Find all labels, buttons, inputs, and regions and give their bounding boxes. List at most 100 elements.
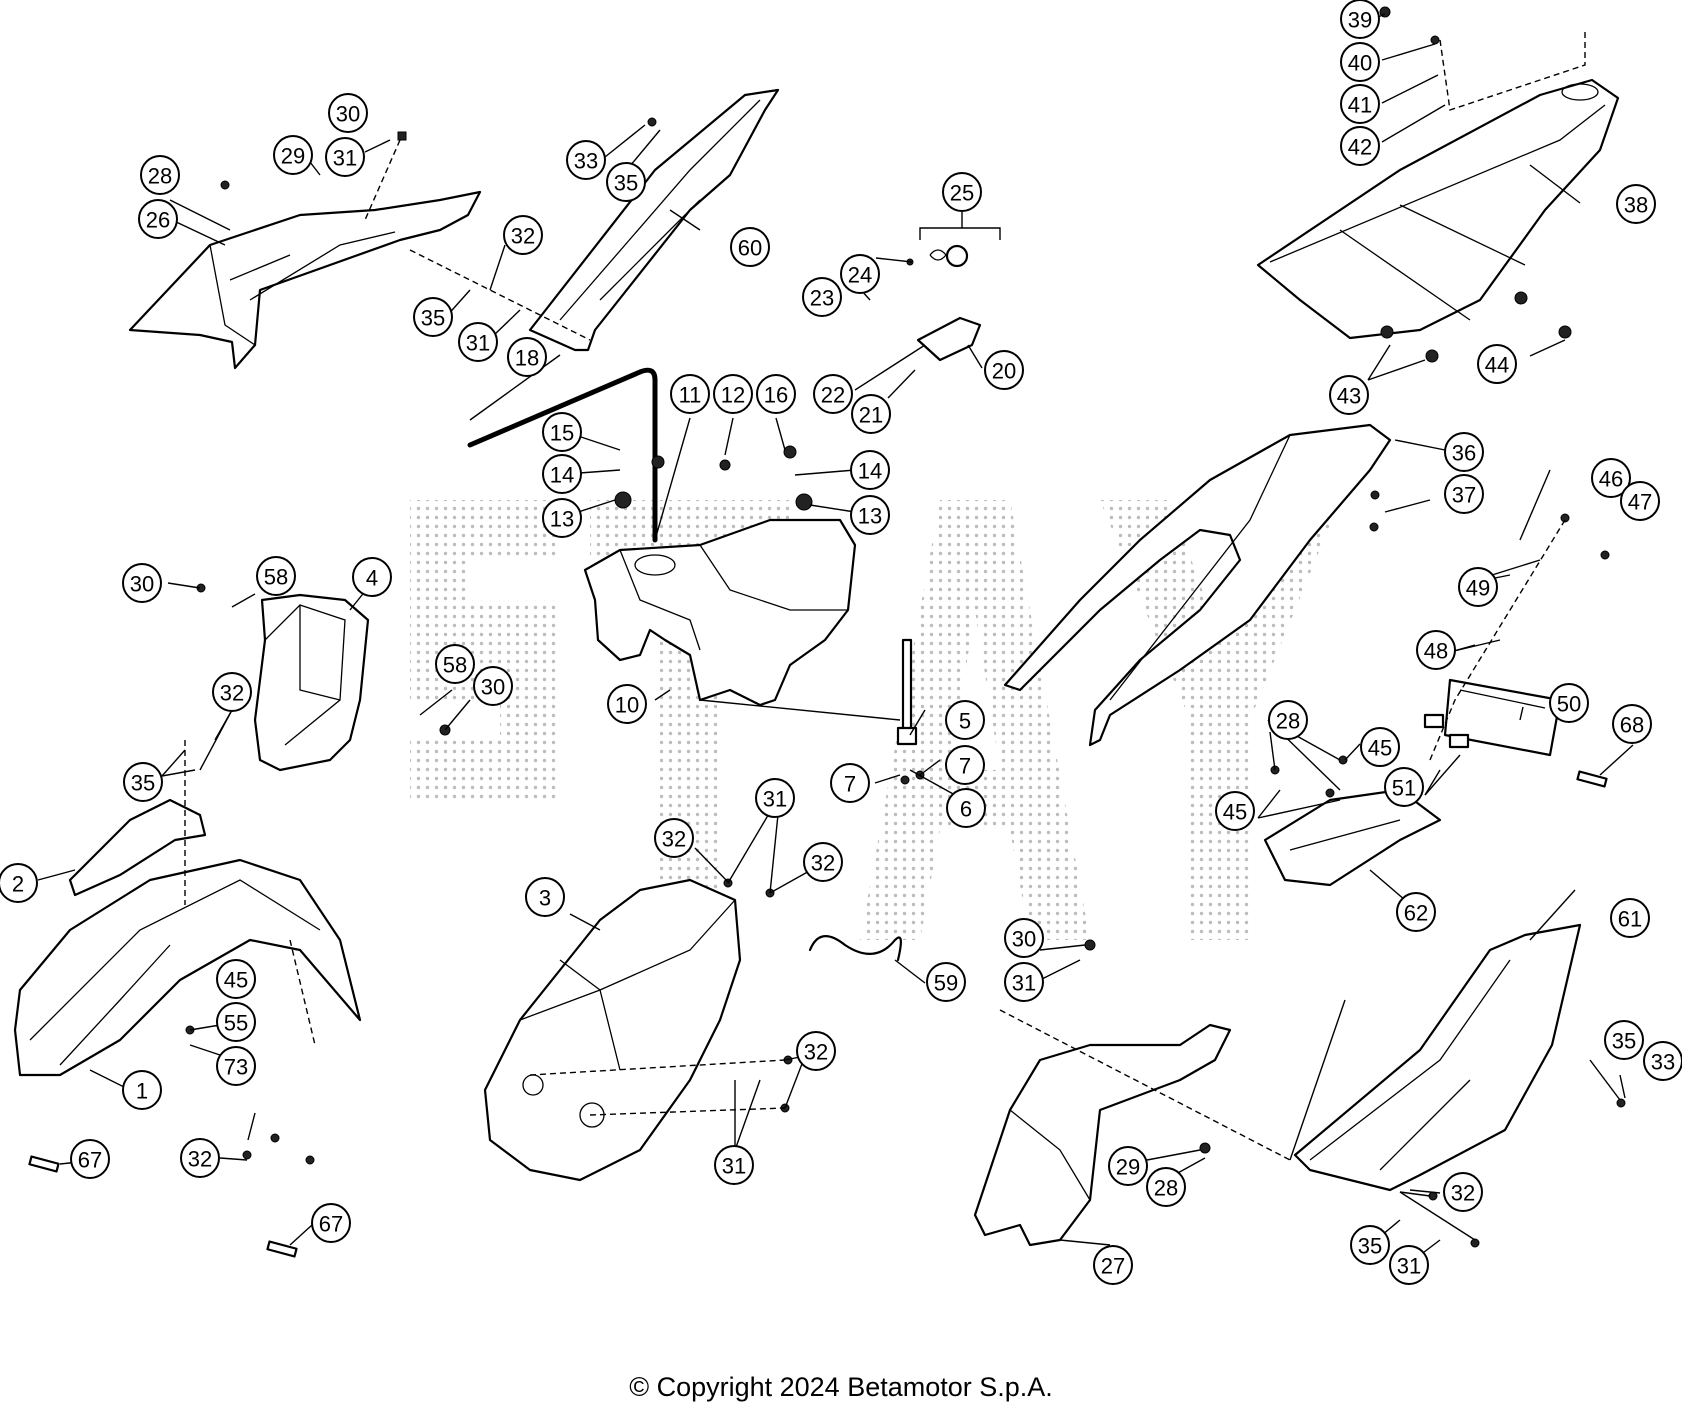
- callout-number: 60: [738, 236, 762, 261]
- callout-number: 30: [336, 102, 360, 127]
- callout-number: 32: [662, 827, 686, 852]
- callout-45: 45: [216, 959, 256, 999]
- callout-6: 6: [946, 788, 986, 828]
- rear-mudguard: [1263, 788, 1442, 887]
- callout-number: 29: [1116, 1155, 1140, 1180]
- callout-50: 50: [1549, 683, 1589, 723]
- fuel-tank: [583, 518, 857, 707]
- callout-33: 33: [566, 140, 606, 180]
- callout-number: 45: [224, 968, 248, 993]
- callout-circle: [942, 172, 982, 212]
- callout-circle: [1416, 630, 1456, 670]
- callout-29: 29: [273, 135, 313, 175]
- callout-number: 31: [763, 787, 787, 812]
- callout-30-3: 30: [473, 666, 513, 706]
- callout-circle: [1444, 432, 1484, 472]
- callout-number: 20: [992, 359, 1016, 384]
- callout-number: 3: [539, 886, 551, 911]
- callout-circle: [1396, 892, 1436, 932]
- callout-number: 31: [1397, 1254, 1421, 1279]
- callout-circle: [123, 762, 163, 802]
- seat: [1256, 78, 1620, 340]
- callout-circle: [654, 818, 694, 858]
- callout-circle: [216, 1046, 256, 1086]
- vent-hose: [467, 367, 658, 543]
- side-panel-left-front: [128, 190, 482, 370]
- callout-14-2: 14: [850, 450, 890, 490]
- callout-51: 51: [1384, 767, 1424, 807]
- callout-circle: [1384, 767, 1424, 807]
- callout-45-2: 45: [1360, 727, 1400, 767]
- callout-number: 22: [821, 383, 845, 408]
- callout-number: 12: [721, 383, 745, 408]
- callout-number: 51: [1392, 776, 1416, 801]
- callout-number: 44: [1485, 353, 1509, 378]
- callout-number: 58: [443, 653, 467, 678]
- callout-13-2: 13: [850, 495, 890, 535]
- callout-31-5: 31: [1004, 962, 1044, 1002]
- callout-31: 31: [325, 137, 365, 177]
- callout-number: 4: [366, 566, 378, 591]
- reflector-rear: [1576, 770, 1608, 788]
- callout-32-7: 32: [1443, 1172, 1483, 1212]
- callout-24: 24: [840, 254, 880, 294]
- callout-circle: [1620, 481, 1660, 521]
- callout-circle: [830, 763, 870, 803]
- callout-number: 30: [130, 572, 154, 597]
- callout-number: 49: [1466, 576, 1490, 601]
- callout-circle: [803, 842, 843, 882]
- callout-26: 26: [138, 199, 178, 239]
- callout-49: 49: [1458, 567, 1498, 607]
- callout-number: 48: [1424, 639, 1448, 664]
- copyright-footer: © Copyright 2024 Betamotor S.p.A.: [629, 1372, 1053, 1402]
- callout-38: 38: [1616, 184, 1656, 224]
- callout-circle: [1604, 1020, 1644, 1060]
- callout-number: 61: [1618, 907, 1642, 932]
- callout-59: 59: [926, 962, 966, 1002]
- callout-circle: [180, 1138, 220, 1178]
- callout-circle: [435, 644, 475, 684]
- callout-number: 32: [220, 681, 244, 706]
- callout-circle: [984, 350, 1024, 390]
- callout-circle: [0, 863, 38, 903]
- callout-35: 35: [413, 297, 453, 337]
- callout-number: 25: [950, 181, 974, 206]
- callout-40: 40: [1340, 42, 1380, 82]
- callout-67: 67: [70, 1139, 110, 1179]
- callout-circle: [1477, 344, 1517, 384]
- callout-28: 28: [140, 155, 180, 195]
- callout-36: 36: [1444, 432, 1484, 472]
- front-mudguard-bracket: [68, 798, 207, 897]
- callout-circle: [851, 394, 891, 434]
- fuel-sensor-rod: [699, 638, 918, 746]
- callout-number: 35: [1358, 1234, 1382, 1259]
- callout-circle: [566, 140, 606, 180]
- callout-circle: [1340, 0, 1380, 39]
- callout-number: 18: [515, 346, 539, 371]
- callout-circle: [755, 778, 795, 818]
- callout-29-2: 29: [1108, 1146, 1148, 1186]
- callout-circle: [713, 374, 753, 414]
- side-panel-left-rear: [973, 1023, 1232, 1247]
- callout-circle: [1340, 42, 1380, 82]
- callout-number: 14: [858, 459, 882, 484]
- callout-circle: [542, 498, 582, 538]
- callout-43: 43: [1329, 375, 1369, 415]
- rear-subframe: [1003, 423, 1392, 747]
- callout-number: 67: [78, 1148, 102, 1173]
- callout-circle: [945, 700, 985, 740]
- callout-circle: [1612, 704, 1652, 744]
- callout-circle: [503, 215, 543, 255]
- callout-number: 38: [1624, 193, 1648, 218]
- callout-number: 68: [1620, 713, 1644, 738]
- parts-line-art: [13, 6, 1634, 1266]
- callout-circle: [328, 93, 368, 133]
- callout-circle: [256, 556, 296, 596]
- callout-58-2: 58: [435, 644, 475, 684]
- callout-circle: [542, 412, 582, 452]
- callout-circle: [945, 745, 985, 785]
- callout-number: 23: [810, 286, 834, 311]
- callout-number: 28: [1154, 1176, 1178, 1201]
- callout-number: 35: [614, 171, 638, 196]
- callout-number: 35: [131, 771, 155, 796]
